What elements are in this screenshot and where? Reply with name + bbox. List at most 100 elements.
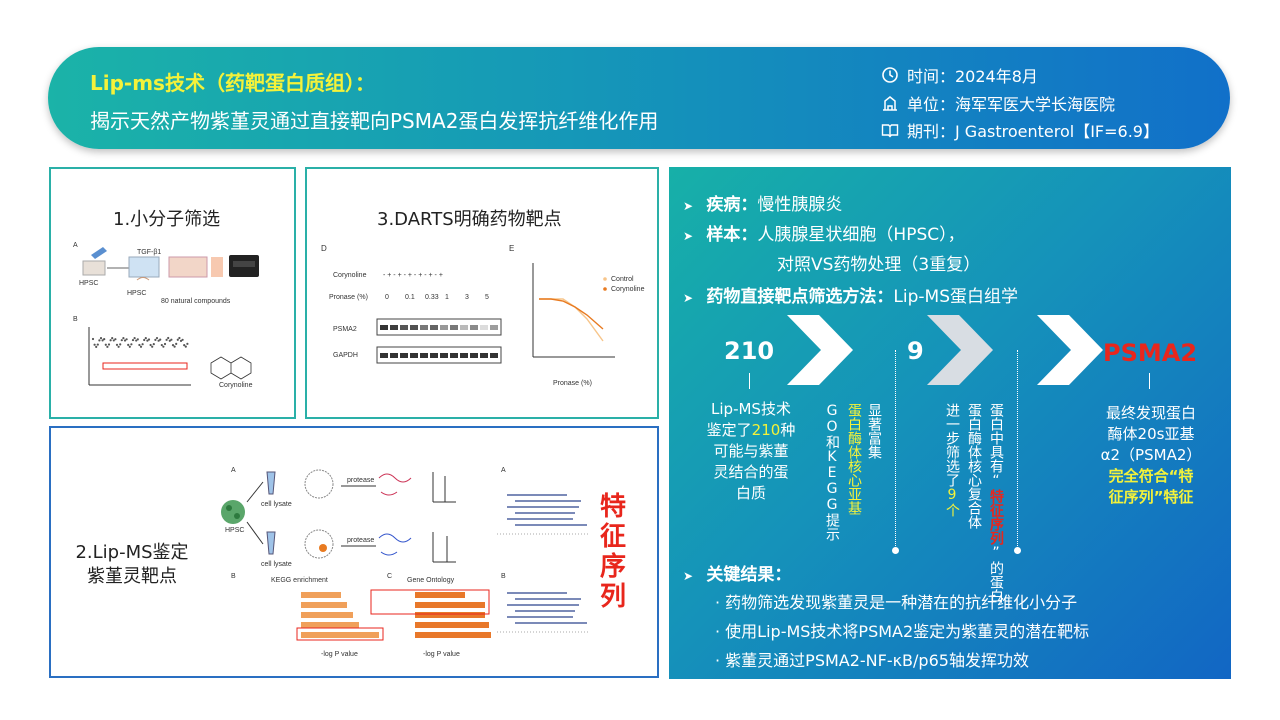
blot-band	[380, 353, 388, 358]
scatter-dot	[112, 339, 115, 342]
scatter-dot	[125, 338, 128, 341]
label-e: E	[509, 244, 514, 253]
sequence-line	[515, 598, 581, 600]
label-pronase-axis: Pronase (%)	[553, 380, 592, 387]
count-9: 9	[907, 337, 924, 365]
scatter-dot	[157, 339, 160, 342]
col-proteasome-subunit: 蛋白酶体核心亚基	[846, 403, 862, 515]
col-enriched: 显著富集	[866, 403, 882, 459]
clock-icon	[882, 67, 898, 83]
blot-band	[480, 325, 488, 330]
sequence-line	[507, 494, 567, 496]
panel-title: 3.DARTS明确药物靶点	[377, 209, 562, 230]
blot-band	[450, 325, 458, 330]
svg-text:cell lysate: cell lysate	[261, 501, 292, 508]
meta-time-text: 时间：2024年8月	[907, 67, 1038, 86]
sequence-block-2	[497, 592, 589, 633]
chevron-arrow-icon	[1037, 315, 1103, 385]
blot-band	[490, 353, 498, 358]
scatter-dot	[167, 336, 170, 340]
scatter-dot	[138, 343, 141, 347]
header-title-line2: 揭示天然产物紫堇灵通过直接靶向PSMA2蛋白发挥抗纤维化作用	[90, 109, 659, 133]
blot-band	[470, 325, 478, 330]
scatter-dot	[152, 342, 155, 346]
book-icon	[881, 124, 899, 138]
svg-text:cell lysate: cell lysate	[261, 561, 292, 568]
meta-unit: 单位：海军军医大学长海医院	[881, 91, 1115, 115]
scatter-dot	[123, 339, 127, 342]
scatter-dot	[93, 343, 96, 346]
scatter-dot	[106, 345, 109, 348]
go-bar	[415, 612, 485, 618]
building-icon	[883, 96, 897, 111]
scatter-dot	[181, 338, 184, 341]
go-bar	[415, 592, 465, 598]
scatter-dot	[154, 338, 157, 342]
col-complex: 蛋白酶体核心复合体	[966, 403, 982, 529]
blot-band	[430, 325, 438, 330]
disease-line: ➤ 疾病：慢性胰腺炎	[683, 195, 843, 215]
scatter-dot	[120, 339, 123, 342]
label-gapdh: GAPDH	[333, 352, 358, 359]
result-psma2: PSMA2	[1103, 339, 1198, 367]
scatter-dot	[183, 344, 186, 347]
gapdh-bands	[380, 353, 498, 358]
scatter-dots	[91, 336, 189, 348]
panel-title: 1.小分子筛选	[113, 209, 221, 230]
scatter-dot	[95, 345, 98, 348]
key-result-item: · 紫董灵通过PSMA2-NF-κB/p65轴发挥功效	[715, 651, 1029, 670]
desc-210: Lip-MS技术 鉴定了210种 可能与紫董 灵结合的蛋 白质	[706, 400, 796, 502]
go-highlight	[370, 589, 490, 615]
scatter-dot	[179, 339, 183, 342]
scatter-dot	[107, 343, 111, 346]
panel-darts: 3.DARTS明确药物靶点 D Corynoline - + - + - + -…	[305, 167, 659, 419]
kegg-bar	[301, 622, 359, 628]
arrow-bullet-icon: ➤	[683, 291, 694, 305]
scatter-dot	[173, 345, 176, 348]
sequence-line	[515, 622, 587, 624]
svg-text:C: C	[387, 573, 392, 580]
dose-label: 5	[485, 294, 489, 301]
meta-unit-text: 单位：海军军医大学长海医院	[907, 95, 1116, 114]
sample-line-2: 对照VS药物处理（3重复）	[777, 255, 981, 275]
scatter-dot	[184, 345, 187, 348]
svg-text:B: B	[501, 573, 506, 580]
scatter-dot	[136, 338, 139, 341]
label-psma2: PSMA2	[333, 326, 357, 333]
blot-band	[410, 325, 418, 330]
go-bar	[415, 622, 489, 628]
svg-text:A: A	[73, 242, 78, 249]
scatter-dot	[122, 336, 125, 340]
blot-band	[410, 353, 418, 358]
scatter-dot	[119, 343, 122, 346]
svg-text:B: B	[73, 316, 78, 323]
panel-small-molecule-screening: 1.小分子筛选 A HPSC TGF-β1 HPSC 80 natural co…	[49, 167, 296, 419]
scatter-dot	[131, 338, 135, 342]
blot-band	[440, 325, 448, 330]
blot-band	[450, 353, 458, 358]
scatter-dot	[176, 338, 179, 341]
svg-text:protease: protease	[347, 537, 374, 544]
scatter-dot	[162, 345, 165, 348]
col-further: 进一步筛选了9个	[944, 403, 960, 517]
pipette-icon	[91, 247, 107, 259]
scatter-dot	[135, 339, 138, 342]
scatter-dot	[143, 338, 146, 342]
scatter-dot	[147, 338, 151, 341]
blot-band	[420, 353, 428, 358]
label-d: D	[321, 244, 327, 253]
blot-band	[400, 353, 408, 358]
svg-text:Corynoline: Corynoline	[219, 382, 253, 389]
scatter-dot	[151, 345, 154, 348]
sequence-line	[507, 592, 567, 594]
scatter-dot	[144, 336, 147, 340]
blot-band	[490, 325, 498, 330]
scatter-dot	[159, 338, 162, 341]
guide-dot	[1014, 547, 1021, 554]
dose-label: 3	[465, 294, 469, 301]
screening-figure: A HPSC TGF-β1 HPSC 80 natural compounds …	[73, 242, 259, 389]
meta-journal: 期刊：J Gastroenterol【IF=6.9】	[881, 118, 1159, 142]
scatter-dot	[155, 336, 159, 340]
blot-band	[420, 325, 428, 330]
